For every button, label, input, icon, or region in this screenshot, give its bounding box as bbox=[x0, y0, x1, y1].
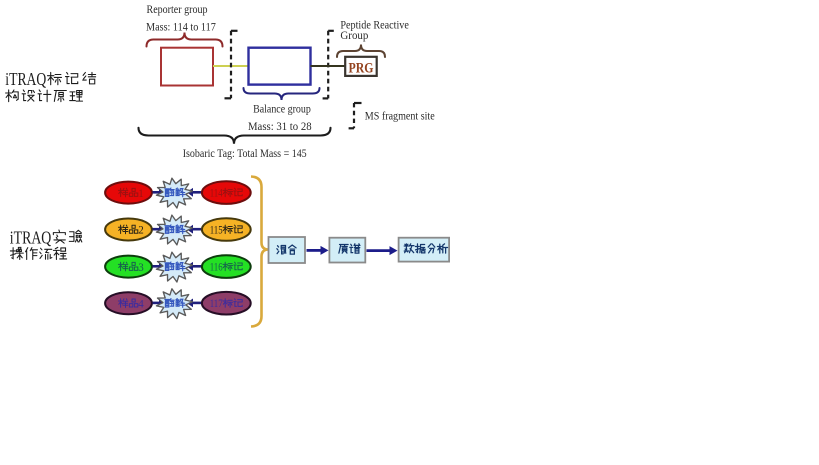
svg-text:PRG: PRG bbox=[349, 60, 374, 76]
svg-text:115: 115 bbox=[210, 222, 223, 236]
svg-text:MS fragment site: MS fragment site bbox=[365, 108, 435, 122]
svg-text:3: 3 bbox=[138, 262, 144, 274]
svg-text:Balance group: Balance group bbox=[253, 101, 311, 115]
svg-text:Mass: 31 to 28: Mass: 31 to 28 bbox=[248, 119, 312, 133]
svg-text:iTRAQ: iTRAQ bbox=[5, 69, 46, 89]
svg-text:4: 4 bbox=[138, 298, 144, 310]
svg-text:Isobaric Tag: Total Mass = 145: Isobaric Tag: Total Mass = 145 bbox=[183, 146, 307, 160]
svg-text:Mass: 114 to 117: Mass: 114 to 117 bbox=[146, 19, 216, 33]
svg-text:116: 116 bbox=[210, 260, 223, 274]
svg-text:1: 1 bbox=[138, 188, 144, 200]
svg-text:Group: Group bbox=[340, 28, 368, 42]
svg-text:114: 114 bbox=[210, 186, 223, 200]
svg-text:iTRAQ: iTRAQ bbox=[10, 227, 52, 247]
svg-text:2: 2 bbox=[138, 225, 144, 237]
svg-text:Reporter group: Reporter group bbox=[147, 2, 208, 16]
svg-text:Peptide Reactive: Peptide Reactive bbox=[340, 17, 409, 31]
svg-text:117: 117 bbox=[210, 296, 223, 310]
